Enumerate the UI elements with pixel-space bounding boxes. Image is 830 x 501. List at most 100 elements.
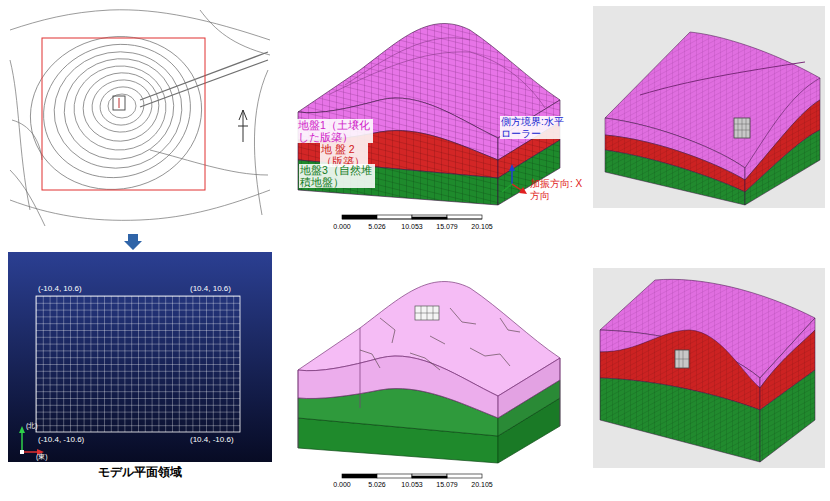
- contour-map: [54, 47, 185, 171]
- scale-number: 10.053: [401, 223, 422, 231]
- axis-triad: [509, 164, 515, 171]
- transparent-model: [410, 353, 440, 370]
- contour-map: [119, 98, 120, 108]
- scale-number: 5.026: [368, 223, 386, 231]
- scale-number: 20.105: [471, 223, 492, 231]
- scale-bar: [447, 215, 482, 219]
- direction-label: 加振方向: X方向: [530, 178, 584, 201]
- scale-bar: [412, 476, 447, 478]
- layer-label: 地盤3（自然堆積地盤）: [299, 164, 375, 188]
- transparent-model: [470, 348, 510, 366]
- structure-grid: [415, 306, 439, 320]
- plan-grid: [36, 296, 240, 432]
- scale-bar: [412, 215, 447, 219]
- contour-map: [10, 10, 270, 40]
- panel-caption: モデル平面領域: [98, 466, 182, 479]
- north-arrow: [239, 110, 247, 120]
- transparent-model: [298, 328, 560, 448]
- rendered-model: [745, 130, 820, 205]
- scale-bar: [342, 474, 482, 478]
- corner-coordinate: (10.4, 10.6): [190, 284, 231, 293]
- mesh-model: [330, 52, 545, 108]
- transparent-model: [430, 336, 445, 344]
- scale-number: 0.000: [333, 223, 351, 231]
- render-panel: [593, 6, 825, 208]
- render-panel: [593, 268, 825, 468]
- mesh-model: [298, 24, 560, 205]
- scale-number: 20.105: [471, 481, 492, 489]
- contour-map: [140, 52, 268, 100]
- structure-grid: [415, 306, 439, 320]
- plan-axes: [20, 450, 24, 454]
- contour-map: [45, 42, 191, 178]
- contour-map: [10, 170, 45, 226]
- axis-triad: [502, 184, 512, 192]
- scale-number: 0.000: [333, 481, 351, 489]
- rendered-model: [640, 62, 805, 95]
- scale-bar: [342, 215, 482, 219]
- section-window: [734, 118, 750, 138]
- contour-map: [28, 27, 207, 195]
- section-window: [675, 350, 689, 368]
- section-model: [600, 279, 815, 462]
- corner-coordinate: (10.4, -10.6): [190, 435, 234, 444]
- transparent-model: [360, 308, 520, 370]
- contour-map: [150, 150, 268, 175]
- model-region-frame: [42, 38, 205, 190]
- transparent-model: [298, 356, 498, 418]
- structure-grid: [415, 306, 439, 320]
- layer-label: 地盤1（土壌化した版築）: [297, 119, 373, 143]
- contour-map: [108, 94, 136, 118]
- rendered-model: [605, 150, 745, 205]
- section-window: [675, 350, 689, 368]
- scale-bar: [342, 215, 377, 219]
- scale-number: 15.079: [436, 481, 457, 489]
- mesh-model: [298, 160, 498, 205]
- transparent-model: [298, 282, 560, 463]
- scale-bar: [412, 474, 447, 478]
- rendered-model: [605, 32, 820, 205]
- plan-axes: [21, 430, 23, 452]
- scale-bar: [412, 217, 447, 219]
- plan-panel: [8, 252, 272, 462]
- down-arrow: [124, 234, 142, 250]
- mesh-model: [498, 140, 560, 205]
- section-model: [760, 370, 815, 462]
- contour-map: [113, 96, 125, 110]
- contour-map: [10, 10, 270, 226]
- mesh-model: [345, 38, 470, 85]
- corner-coordinate: (-10.4, 10.6): [38, 284, 82, 293]
- section-window: [734, 118, 750, 138]
- contour-map: [12, 120, 42, 160]
- scale-number: 5.026: [368, 481, 386, 489]
- contour-map: [254, 70, 268, 215]
- axis-triad: [502, 164, 527, 194]
- contour-map: [70, 61, 170, 154]
- transparent-model: [360, 350, 380, 368]
- section-window: [734, 118, 750, 138]
- scale-number: 10.053: [401, 481, 422, 489]
- corner-coordinate: (-10.4, -10.6): [38, 435, 84, 444]
- transparent-model: [500, 318, 520, 332]
- contour-map: [89, 76, 156, 136]
- north-arrow: [238, 126, 248, 127]
- contour-map: [10, 60, 30, 210]
- boundary-label: 側方境界:水平ローラー: [500, 116, 570, 139]
- section-window: [675, 350, 689, 368]
- contour-map: [97, 83, 147, 128]
- scale-number: 15.079: [436, 223, 457, 231]
- scale-bar: [377, 474, 412, 478]
- contour-map: [10, 190, 270, 220]
- scale-bar: [447, 474, 482, 478]
- section-model: [600, 378, 760, 462]
- contour-map: [140, 60, 268, 107]
- contour-map: [16, 21, 216, 205]
- contour-map: [77, 66, 165, 148]
- transparent-model: [498, 358, 560, 418]
- scale-bar: [342, 474, 377, 478]
- axis-triad: [519, 187, 527, 194]
- axis-label: (東): [36, 453, 48, 461]
- contour-map: [200, 10, 270, 55]
